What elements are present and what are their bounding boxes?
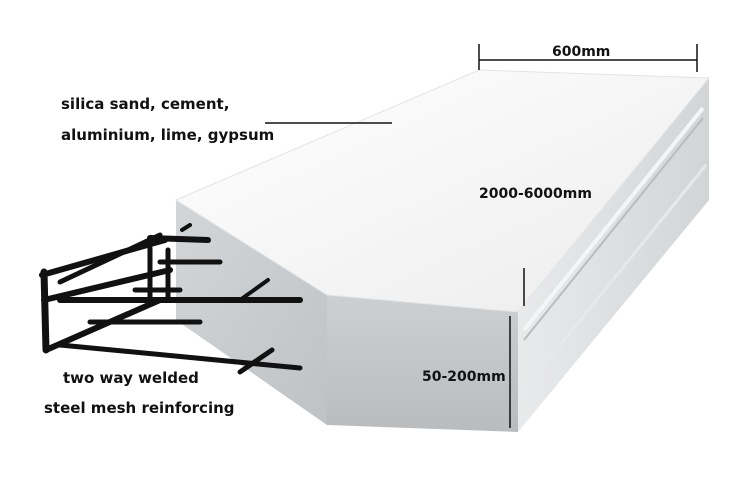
mesh-bar	[57, 232, 163, 285]
tongue-groove-line	[522, 106, 705, 332]
materials-label-line2: aluminium, lime, gypsum	[61, 126, 275, 144]
mesh-bar	[57, 342, 303, 371]
mesh-label-line1: two way welded	[63, 369, 199, 387]
steel-mesh	[39, 223, 303, 375]
mesh-bar	[39, 237, 168, 278]
mesh-bar	[238, 278, 270, 302]
tongue-groove-shadow	[523, 117, 704, 341]
panel-right-face	[518, 78, 709, 432]
tongue-groove-line-lower	[520, 164, 708, 393]
mesh-bar	[237, 347, 275, 375]
thickness-label: 50-200mm	[422, 369, 506, 385]
mesh-bar	[40, 268, 50, 354]
length-label: 2000-6000mm	[479, 186, 592, 202]
width-label: 600mm	[552, 44, 611, 60]
mesh-bar	[147, 235, 211, 243]
panel-top-face	[174, 69, 711, 313]
panel-front-face	[327, 295, 518, 432]
materials-label-line1: silica sand, cement,	[61, 95, 230, 113]
mesh-bar	[180, 223, 192, 232]
mesh-bar	[43, 297, 163, 353]
dimension-lines	[265, 44, 698, 428]
mesh-label-line2: steel mesh reinforcing	[44, 399, 235, 417]
